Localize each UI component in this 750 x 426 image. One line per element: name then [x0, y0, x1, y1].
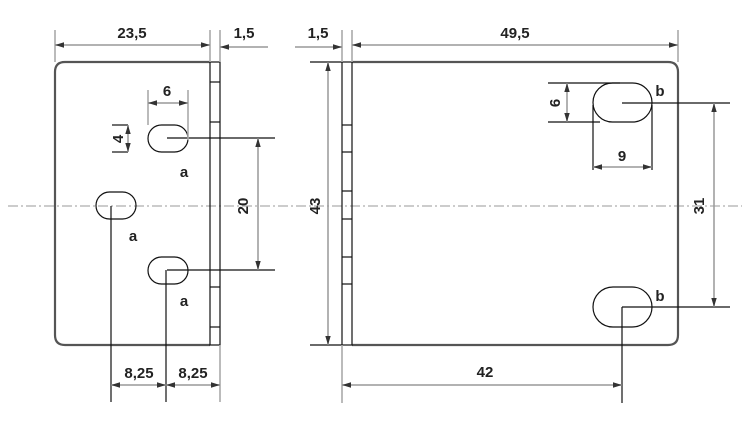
slot-label: b — [655, 288, 664, 305]
dim-offset: 42 — [477, 364, 494, 381]
dim-offset2: 8,25 — [178, 365, 207, 382]
slot-a-middle — [95, 191, 137, 220]
dim-offset1: 8,25 — [124, 365, 153, 382]
right-view: 1,5 49,5 43 6 9 31 42 b b — [295, 25, 730, 403]
dim-slot-length: 9 — [618, 148, 626, 165]
right-plate-outline — [352, 60, 680, 347]
slot-label: a — [180, 293, 189, 310]
dim-slot-spacing: 31 — [691, 198, 708, 215]
left-flange — [209, 61, 221, 346]
dim-slot-length: 6 — [163, 83, 171, 100]
dim-height: 43 — [307, 198, 324, 215]
dim-width: 49,5 — [500, 25, 529, 42]
dim-slot-height: 6 — [547, 99, 564, 107]
dim-width: 23,5 — [117, 25, 146, 42]
right-flange — [341, 61, 353, 346]
left-plate-outline — [53, 60, 210, 347]
slot-label: b — [655, 83, 664, 100]
slot-label: a — [180, 164, 189, 181]
dim-slot-spacing: 20 — [235, 198, 252, 215]
dim-slot-height: 4 — [110, 134, 127, 143]
dim-flange: 1,5 — [234, 25, 255, 42]
left-view: 23,5 1,5 6 4 20 8,25 8,25 a a a — [53, 25, 275, 402]
dim-flange: 1,5 — [308, 25, 329, 42]
slot-label: a — [129, 228, 138, 245]
